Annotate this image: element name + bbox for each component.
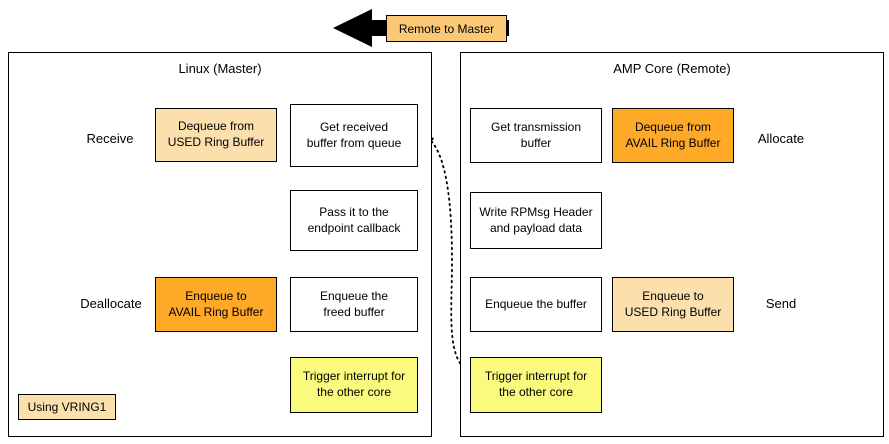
amp-core-remote-title: AMP Core (Remote) — [613, 61, 731, 76]
remote-to-master-label: Remote to Master — [386, 15, 507, 42]
using-vring1-note: Using VRING1 — [18, 394, 116, 420]
enqueue-freed-buffer-box: Enqueue the freed buffer — [290, 277, 418, 332]
dequeue-used-ring-buffer-box: Dequeue from USED Ring Buffer — [155, 108, 277, 162]
enqueue-used-ring-buffer-box: Enqueue to USED Ring Buffer — [612, 277, 734, 332]
dequeue-avail-ring-buffer-box: Dequeue from AVAIL Ring Buffer — [612, 108, 734, 163]
allocate-label: Allocate — [757, 131, 805, 146]
write-rpmsg-header-box: Write RPMsg Header and payload data — [470, 192, 602, 249]
deallocate-label: Deallocate — [80, 296, 142, 311]
enqueue-buffer-box: Enqueue the buffer — [470, 277, 602, 332]
pass-endpoint-callback-box: Pass it to the endpoint callback — [290, 190, 418, 251]
get-received-buffer-box: Get received buffer from queue — [290, 104, 418, 167]
trigger-interrupt-box-master: Trigger interrupt for the other core — [290, 357, 418, 413]
send-label: Send — [765, 296, 797, 311]
trigger-interrupt-box-remote: Trigger interrupt for the other core — [470, 357, 602, 413]
receive-label: Receive — [86, 131, 134, 146]
get-transmission-buffer-box: Get transmission buffer — [470, 108, 602, 163]
linux-master-title: Linux (Master) — [178, 61, 262, 76]
enqueue-avail-ring-buffer-box: Enqueue to AVAIL Ring Buffer — [155, 277, 277, 332]
